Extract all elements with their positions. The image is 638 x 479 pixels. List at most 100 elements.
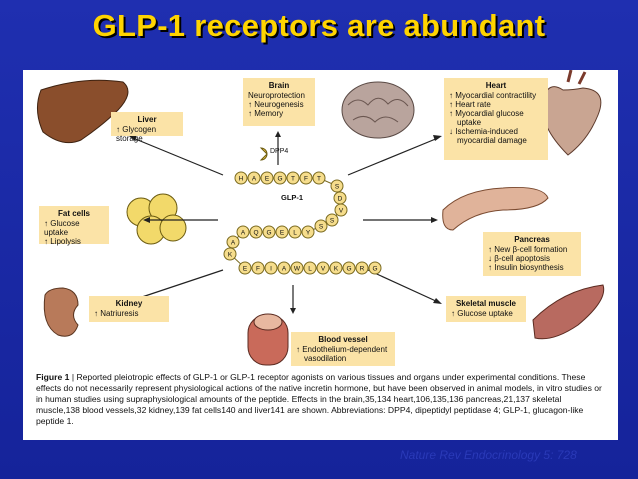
kidney-line: ↑ Natriuresis (94, 309, 139, 318)
brain-title: Brain (268, 81, 290, 90)
amino-acid-letter: E (243, 266, 248, 273)
amino-acid-letter: S (330, 218, 335, 225)
effect-arrows (132, 135, 439, 310)
brain-line: Neuroprotection (248, 91, 305, 100)
pancreas-title: Pancreas (514, 235, 550, 244)
amino-acid-bead (301, 225, 315, 239)
amino-acid-bead (275, 225, 289, 239)
pancreas-line: ↑ Insulin biosynthesis (488, 263, 564, 272)
arrow-kidney (132, 269, 224, 301)
kidney-box: Kidney ↑ Natriuresis (89, 296, 169, 322)
amino-acid-bead (277, 261, 291, 275)
heart-line: myocardial damage (457, 136, 527, 145)
amino-acid-bead (325, 213, 339, 227)
figure-caption: Figure 1 | Reported pleiotropic effects … (36, 372, 606, 427)
amino-acid-letter: Q (253, 230, 258, 237)
amino-acid-letter: G (346, 266, 351, 273)
amino-acid-bead (247, 171, 261, 185)
skeletal-muscle-line: ↑ Glucose uptake (451, 309, 513, 318)
dpp4-label: DPP4 (270, 148, 288, 155)
amino-acid-letter: R (360, 266, 365, 273)
amino-acid-bead (355, 261, 369, 275)
amino-acid-bead (262, 225, 276, 239)
heart-line: ↑ Myocardial glucose (449, 109, 524, 118)
liver-illustration (37, 79, 129, 144)
amino-acid-letter: W (294, 266, 301, 273)
amino-acid-letter: L (308, 266, 312, 273)
arrow-muscle (367, 269, 439, 303)
skeletal-muscle-title: Skeletal muscle (455, 299, 517, 308)
fat-cells-title: Fat cells (57, 209, 90, 218)
figure-label: Figure 1 (36, 372, 70, 382)
amino-acid-letter: A (252, 176, 257, 183)
amino-acid-bead (316, 261, 330, 275)
sequence-connector (229, 177, 375, 269)
amino-acid-letter: V (339, 208, 344, 215)
amino-acid-letter: F (256, 266, 260, 273)
amino-acid-bead (260, 171, 274, 185)
amino-acid-bead (286, 171, 300, 185)
amino-acid-bead (314, 219, 328, 233)
fat-cells-line: ↑ Glucose uptake (44, 219, 80, 237)
brain-line: ↑ Memory (248, 109, 284, 118)
heart-line: ↑ Myocardial contractility (449, 91, 537, 100)
amino-acid-letter: S (319, 224, 324, 231)
blood-vessel-title: Blood vessel (318, 335, 368, 344)
amino-acid-bead (264, 261, 278, 275)
amino-acid-letter: A (231, 240, 236, 247)
dpp4-enzyme-icon (259, 147, 268, 161)
citation: Nature Rev Endocrinology 5: 728 (400, 448, 577, 462)
amino-acid-bead (223, 247, 237, 261)
amino-acid-letter: K (334, 266, 339, 273)
heart-illustration (541, 70, 602, 156)
arrow-heart (347, 137, 439, 176)
amino-acid-bead (312, 171, 326, 185)
amino-acid-letter: G (372, 266, 377, 273)
amino-acid-bead (329, 261, 343, 275)
fat-cells-line: ↑ Lipolysis (44, 237, 81, 246)
pancreas-illustration (442, 187, 549, 231)
amino-acid-bead (273, 171, 287, 185)
pancreas-box: Pancreas ↑ New β-cell formation ↓ β-cell… (483, 232, 581, 276)
amino-acid-letter: K (228, 252, 233, 259)
blood-vessel-box: Blood vessel ↑ Endothelium-dependent vas… (291, 332, 395, 366)
pancreas-line: ↓ β-cell apoptosis (488, 254, 550, 263)
skeletal-muscle-box: Skeletal muscle ↑ Glucose uptake (446, 296, 526, 322)
amino-acid-bead (238, 261, 252, 275)
brain-line: ↑ Neurogenesis (248, 100, 304, 109)
amino-acid-bead (226, 235, 240, 249)
brain-box: Brain Neuroprotection ↑ Neurogenesis ↑ M… (243, 78, 315, 126)
amino-acid-letter: F (304, 176, 308, 183)
amino-acid-bead (290, 261, 304, 275)
slide-title: GLP-1 receptors are abundant (92, 8, 546, 43)
amino-acid-letter: V (321, 266, 326, 273)
amino-acid-bead (299, 171, 313, 185)
amino-acid-letter: S (335, 184, 340, 191)
amino-acid-bead (368, 261, 382, 275)
amino-acid-bead (251, 261, 265, 275)
amino-acid-bead (236, 225, 250, 239)
amino-acid-letter: Y (306, 230, 311, 237)
amino-acid-bead (249, 225, 263, 239)
liver-box: Liver ↑ Glycogen storage (111, 112, 183, 143)
heart-box: Heart ↑ Myocardial contractility ↑ Heart… (444, 78, 548, 160)
amino-acid-bead (334, 203, 348, 217)
amino-acid-bead (342, 261, 356, 275)
muscle-illustration (532, 284, 605, 340)
fat-cells-box: Fat cells ↑ Glucose uptake ↑ Lipolysis (39, 206, 109, 246)
amino-acid-letter: A (241, 230, 246, 237)
kidney-title: Kidney (115, 299, 143, 308)
amino-acid-letter: T (291, 176, 295, 183)
arrow-liver (132, 137, 224, 176)
heart-line: ↑ Heart rate (449, 100, 491, 109)
kidney-illustration (43, 287, 79, 337)
amino-acid-bead (330, 179, 344, 193)
amino-acid-bead (234, 171, 248, 185)
amino-acid-letter: G (266, 230, 271, 237)
amino-acid-letter: G (277, 176, 282, 183)
glp1-label: GLP-1 (281, 193, 303, 202)
brain-illustration (341, 81, 415, 139)
